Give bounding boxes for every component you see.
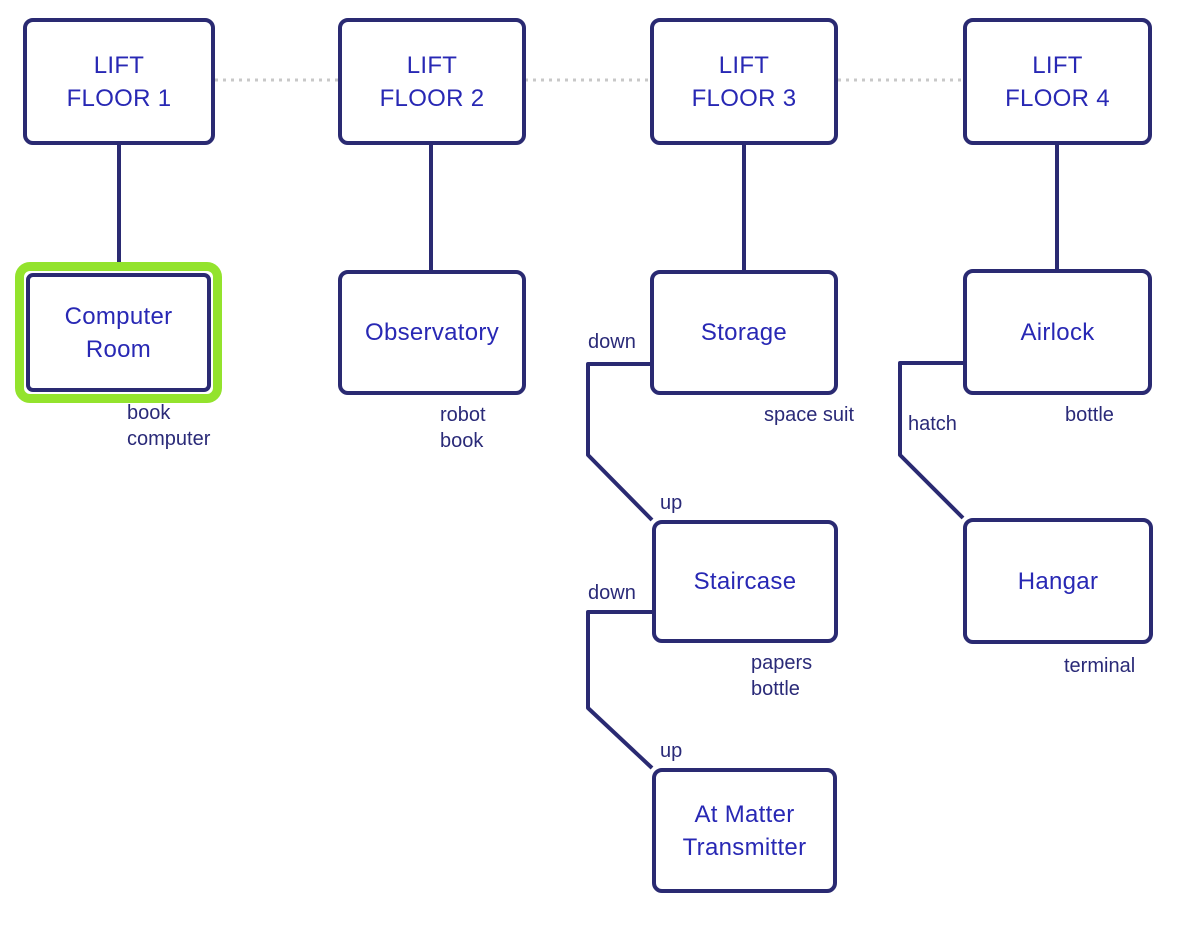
room-objects-airlock: bottle <box>1065 404 1114 426</box>
room-lift-floor-4[interactable]: LIFT FLOOR 4 <box>963 18 1152 145</box>
room-objects-staircase: papers bottle <box>751 652 813 700</box>
room-lift-floor-2[interactable]: LIFT FLOOR 2 <box>338 18 526 145</box>
room-observatory[interactable]: Observatory <box>338 270 526 395</box>
room-objects-computer-room: book computer <box>127 402 211 450</box>
room-staircase[interactable]: Staircase <box>652 520 838 643</box>
room-airlock[interactable]: Airlock <box>963 269 1152 395</box>
edge-label-airlock-hatch: hatch <box>908 413 957 435</box>
edge-label-transmitter-up: up <box>660 740 683 762</box>
room-objects-observatory: robot book <box>440 404 486 452</box>
current-room-highlight: Computer Room <box>15 262 222 403</box>
room-hangar[interactable]: Hangar <box>963 518 1153 644</box>
edge-label-staircase-down: down <box>588 582 636 604</box>
room-objects-storage: space suit <box>764 404 855 426</box>
connector-staircase-transmitter <box>586 610 654 770</box>
connector-storage-staircase <box>586 362 654 522</box>
room-lift-floor-3[interactable]: LIFT FLOOR 3 <box>650 18 838 145</box>
room-matter-transmitter[interactable]: At Matter Transmitter <box>652 768 837 893</box>
room-computer-room[interactable]: Computer Room <box>26 273 211 392</box>
room-storage[interactable]: Storage <box>650 270 838 395</box>
room-lift-floor-1[interactable]: LIFT FLOOR 1 <box>23 18 215 145</box>
room-objects-hangar: terminal <box>1064 655 1136 677</box>
edge-label-storage-down: down <box>588 331 636 353</box>
edge-label-staircase-up: up <box>660 492 683 514</box>
connector-airlock-hangar <box>898 361 965 520</box>
